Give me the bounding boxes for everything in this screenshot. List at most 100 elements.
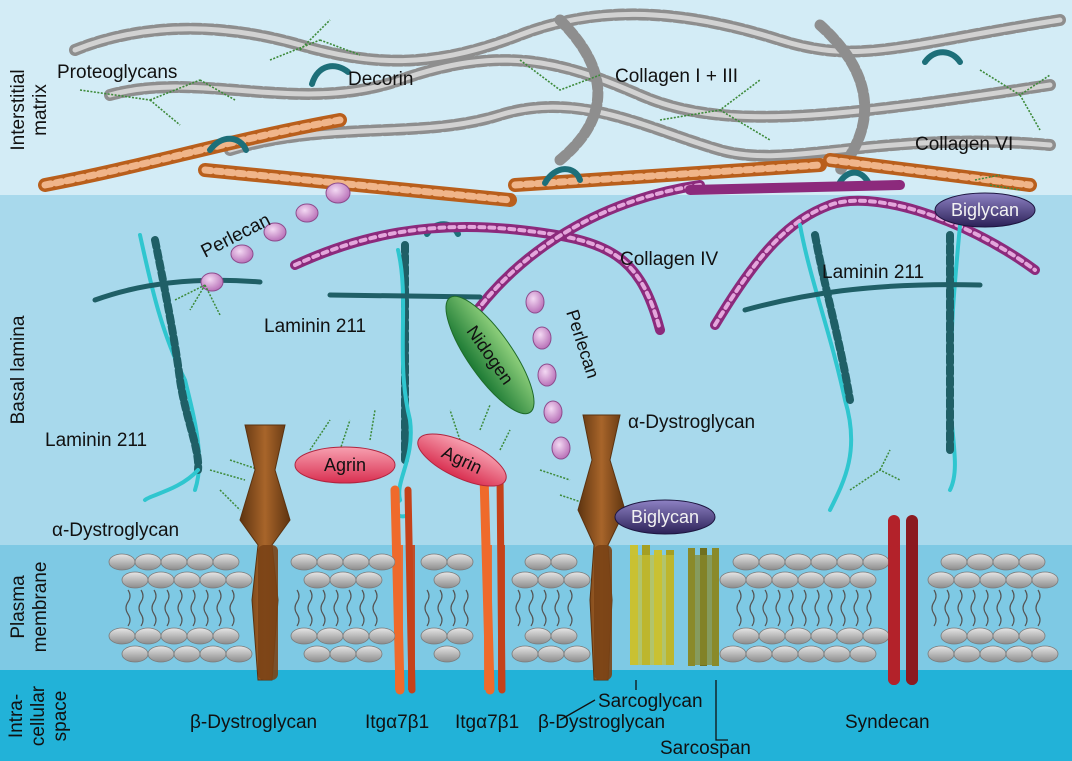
lipid-head — [979, 571, 1007, 589]
lipid-head — [420, 553, 448, 571]
lipid-head — [862, 627, 890, 645]
lipid-head — [966, 627, 994, 645]
biglycan-label-bottom: Biglycan — [631, 507, 699, 527]
lipid-head — [329, 645, 357, 663]
label-a-dystroglycan-right: α-Dystroglycan — [628, 412, 755, 433]
lipid-head — [1018, 627, 1046, 645]
lipid-tail — [567, 589, 573, 627]
lipid-tail — [164, 589, 170, 627]
label-sarcospan: Sarcospan — [660, 738, 751, 759]
biglycan-label-top: Biglycan — [951, 200, 1019, 220]
lipid-head — [836, 627, 864, 645]
lipid-head — [134, 627, 162, 645]
lipid-tail — [372, 589, 378, 627]
label-laminin-left: Laminin 211 — [45, 430, 147, 451]
label-laminin-right: Laminin 211 — [822, 262, 924, 283]
lipid-tail — [853, 589, 859, 627]
lipid-tail — [801, 589, 807, 627]
lipid-tail — [762, 589, 768, 627]
lipid-head — [823, 645, 851, 663]
perlecan-beads-top — [200, 182, 351, 292]
zone-label-intra-3: space — [50, 691, 71, 742]
lipid-head — [186, 553, 214, 571]
lipid-tail — [788, 589, 794, 627]
lipid-tail — [749, 589, 755, 627]
lipid-tail — [1009, 589, 1015, 627]
lipid-tail — [840, 589, 846, 627]
lipid-tail — [515, 589, 521, 627]
lipid-head — [342, 553, 370, 571]
label-laminin-middle: Laminin 211 — [264, 316, 366, 337]
lipid-head — [550, 627, 578, 645]
lipid-head — [797, 645, 825, 663]
lipid-tail — [450, 589, 456, 627]
lipid-head — [537, 645, 565, 663]
agrin-protein-2: Agrin — [417, 433, 507, 487]
lipid-head — [992, 553, 1020, 571]
lipid-tail — [931, 589, 937, 627]
lipid-head — [173, 571, 201, 589]
lipid-head — [1018, 553, 1046, 571]
label-collagen-6: Collagen VI — [915, 134, 1013, 155]
zone-label-plasma-1: Plasma — [8, 575, 29, 639]
lipid-head — [511, 571, 539, 589]
lipid-head — [758, 553, 786, 571]
lipid-head — [199, 571, 227, 589]
label-collagen-1-3: Collagen I + III — [615, 66, 738, 87]
agrin-protein-1: Agrin — [294, 446, 396, 484]
lipid-bilayer — [108, 553, 1059, 663]
laminin-left — [92, 233, 263, 502]
lipid-head — [732, 553, 760, 571]
lipid-head — [420, 627, 448, 645]
lipid-head — [303, 571, 331, 589]
lipid-head — [147, 571, 175, 589]
lipid-tail — [346, 589, 352, 627]
lipid-tail — [138, 589, 144, 627]
lipid-tail — [541, 589, 547, 627]
zone-label-interstitial-1: Interstitial — [8, 69, 29, 150]
lipid-head — [563, 571, 591, 589]
lipid-head — [225, 571, 253, 589]
lipid-head — [368, 553, 396, 571]
pointer-lines — [559, 680, 728, 741]
lipid-head — [537, 571, 565, 589]
lipid-tail — [216, 589, 222, 627]
intracellular-zone — [0, 670, 1072, 761]
lipid-head — [524, 553, 552, 571]
lipid-head — [927, 571, 955, 589]
lipid-head — [329, 571, 357, 589]
label-a-dystroglycan-left: α-Dystroglycan — [52, 520, 179, 541]
lipid-tail — [554, 589, 560, 627]
lipid-tail — [229, 589, 235, 627]
lipid-head — [1031, 645, 1059, 663]
lipid-head — [732, 627, 760, 645]
lipid-head — [433, 645, 461, 663]
lipid-head — [550, 553, 578, 571]
label-sarcoglycan: Sarcoglycan — [598, 691, 703, 712]
lipid-head — [940, 627, 968, 645]
lipid-head — [212, 553, 240, 571]
lipid-head — [927, 645, 955, 663]
label-collagen-4: Collagen IV — [620, 249, 719, 270]
lipid-tail — [125, 589, 131, 627]
lipid-head — [862, 553, 890, 571]
lipid-head — [758, 627, 786, 645]
lipid-tail — [190, 589, 196, 627]
lipid-head — [225, 645, 253, 663]
lipid-head — [745, 645, 773, 663]
collagen-1-3-fibrils — [69, 8, 1066, 176]
collagen-orange-fibrils — [38, 113, 1037, 207]
lipid-head — [953, 645, 981, 663]
lipid-head — [524, 627, 552, 645]
lipid-tail — [736, 589, 742, 627]
label-itg-2: Itgα7β1 — [455, 712, 519, 733]
proteoglycan-chains — [79, 19, 1051, 141]
lipid-head — [108, 627, 136, 645]
lipid-head — [199, 645, 227, 663]
label-proteoglycans: Proteoglycans — [57, 62, 177, 83]
lipid-head — [979, 645, 1007, 663]
lipid-head — [810, 553, 838, 571]
lipid-tail — [424, 589, 430, 627]
